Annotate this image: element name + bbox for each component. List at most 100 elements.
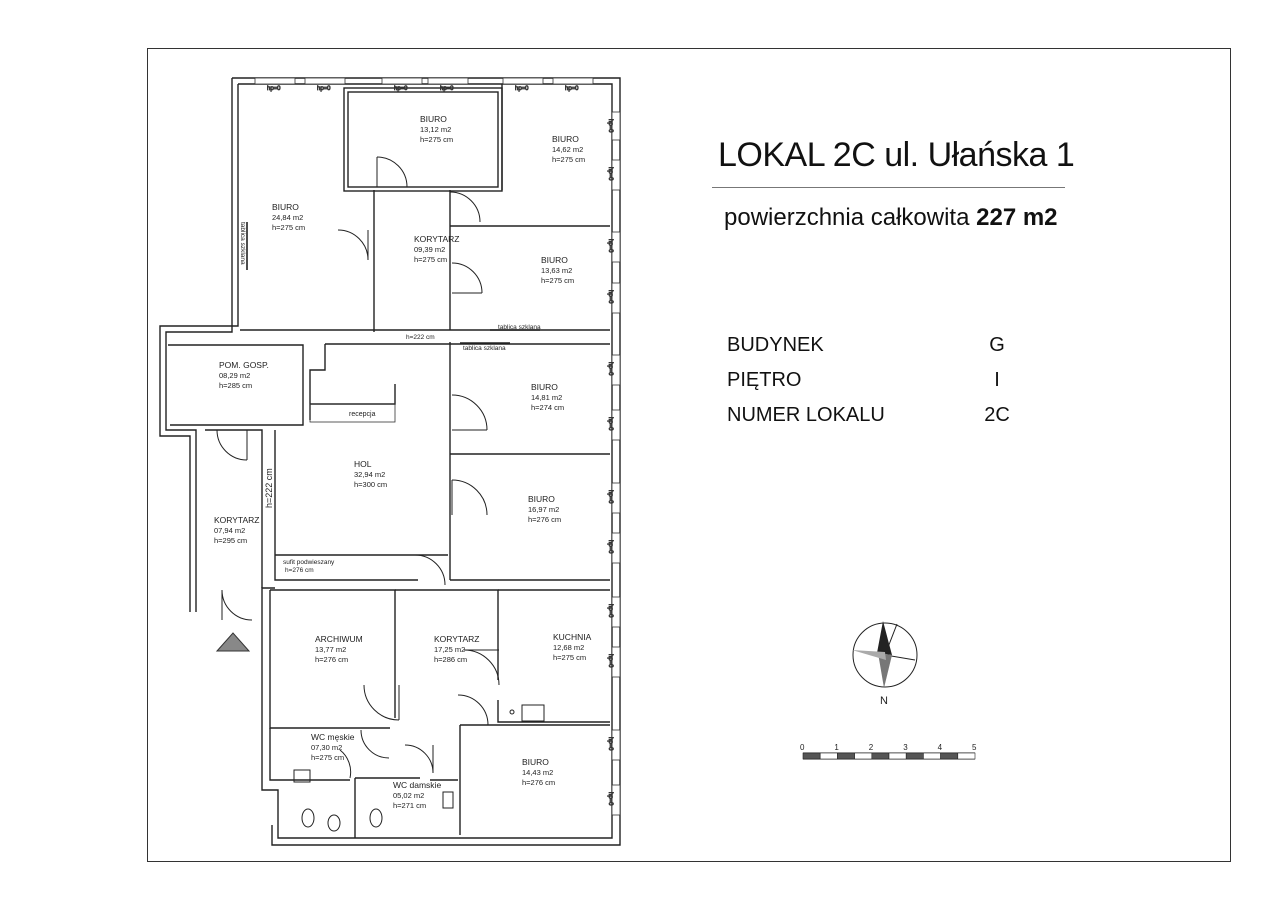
room-name: KORYTARZ	[214, 515, 260, 525]
window-label: hp=0	[607, 119, 613, 133]
room-area: 09,39 m2	[414, 245, 445, 254]
ceiling-note: sufit podwieszany	[283, 559, 335, 566]
room-area: 07,94 m2	[214, 526, 245, 535]
ceiling-height-note: h=276 cm	[285, 567, 314, 574]
window	[304, 77, 346, 85]
window-label: hp=0	[607, 362, 613, 376]
scale-tick-label: 5	[972, 743, 977, 752]
room-height: h=275 cm	[414, 255, 447, 264]
info-value: G	[989, 334, 1005, 356]
window	[611, 784, 621, 816]
room-height: h=285 cm	[219, 381, 252, 390]
room-name: BIURO	[420, 114, 447, 124]
room-height: h=275 cm	[552, 155, 585, 164]
room-name: BIURO	[541, 255, 568, 265]
height-note-corridor: h=222 cm	[406, 334, 435, 341]
room-name: BIURO	[552, 134, 579, 144]
room-height: h=275 cm	[420, 135, 453, 144]
window	[427, 77, 469, 85]
window-label: hp=0	[607, 540, 613, 554]
room-area: 13,63 m2	[541, 266, 572, 275]
window-label: hp=0	[267, 86, 281, 92]
room-name: BIURO	[528, 494, 555, 504]
scale-segment	[923, 752, 941, 760]
window-label: hp=0	[607, 239, 613, 253]
info-label: NUMER LOKALU	[727, 404, 885, 426]
room-name: BIURO	[531, 382, 558, 392]
window	[611, 646, 621, 678]
room-area: 17,25 m2	[434, 645, 465, 654]
room-area: 14,43 m2	[522, 768, 553, 777]
room-name: BIURO	[522, 757, 549, 767]
window-label: hp=0	[440, 86, 454, 92]
room-height: h=276 cm	[315, 655, 348, 664]
title-divider	[712, 187, 1065, 188]
window-label: hp=0	[515, 86, 529, 92]
window	[611, 482, 621, 514]
drawing-sheet	[147, 48, 1231, 862]
window	[611, 532, 621, 564]
scale-segment	[837, 752, 855, 760]
info-row-building: BUDYNEK G	[727, 334, 1027, 360]
info-row-floor: PIĘTRO I	[727, 369, 1027, 395]
window-label: hp=0	[607, 290, 613, 304]
room-label: POM. GOSP.08,29 m2h=285 cm	[219, 360, 269, 390]
room-name: KUCHNIA	[553, 632, 592, 642]
window	[611, 231, 621, 263]
window-label: hp=0	[607, 167, 613, 181]
scale-tick-label: 3	[903, 743, 908, 752]
window	[611, 729, 621, 761]
scale-segment	[802, 752, 821, 760]
room-height: h=286 cm	[434, 655, 467, 664]
room-name: KORYTARZ	[414, 234, 460, 244]
window	[611, 159, 621, 191]
glass-wall-note-2: tablica szklana	[498, 324, 541, 331]
total-area-label: powierzchnia całkowita	[724, 204, 970, 231]
window	[502, 77, 544, 85]
room-area: 07,30 m2	[311, 743, 342, 752]
info-row-unit-number: NUMER LOKALU 2C	[727, 404, 1027, 430]
info-label: BUDYNEK	[727, 334, 824, 356]
room-height: h=275 cm	[311, 753, 344, 762]
room-area: 08,29 m2	[219, 371, 250, 380]
scale-tick-label: 4	[938, 743, 943, 752]
height-note-vertical: h=222 cm	[264, 468, 274, 508]
scale-segment	[957, 752, 976, 760]
room-name: POM. GOSP.	[219, 360, 269, 370]
window-label: hp=0	[607, 654, 613, 668]
room-name: WC damskie	[393, 780, 441, 790]
scale-segment	[854, 752, 873, 760]
window-label: hp=0	[607, 604, 613, 618]
room-name: KORYTARZ	[434, 634, 480, 644]
room-area: 16,97 m2	[528, 505, 559, 514]
window	[254, 77, 296, 85]
scale-tick-label: 1	[834, 743, 839, 752]
window-label: hp=0	[394, 86, 408, 92]
room-height: h=300 cm	[354, 480, 387, 489]
window	[611, 596, 621, 628]
glass-wall-note-3: tablica szklana	[463, 345, 506, 352]
room-name: HOL	[354, 459, 372, 469]
scale-tick-label: 0	[800, 743, 805, 752]
room-area: 13,77 m2	[315, 645, 346, 654]
room-height: h=276 cm	[528, 515, 561, 524]
room-height: h=275 cm	[541, 276, 574, 285]
window-label: hp=0	[607, 490, 613, 504]
total-area: powierzchnia całkowita 227 m2	[724, 204, 1058, 232]
reception-label: recepcja	[349, 411, 376, 418]
scale-segment	[905, 752, 924, 760]
room-height: h=271 cm	[393, 801, 426, 810]
room-height: h=274 cm	[531, 403, 564, 412]
info-value: 2C	[984, 404, 1010, 426]
